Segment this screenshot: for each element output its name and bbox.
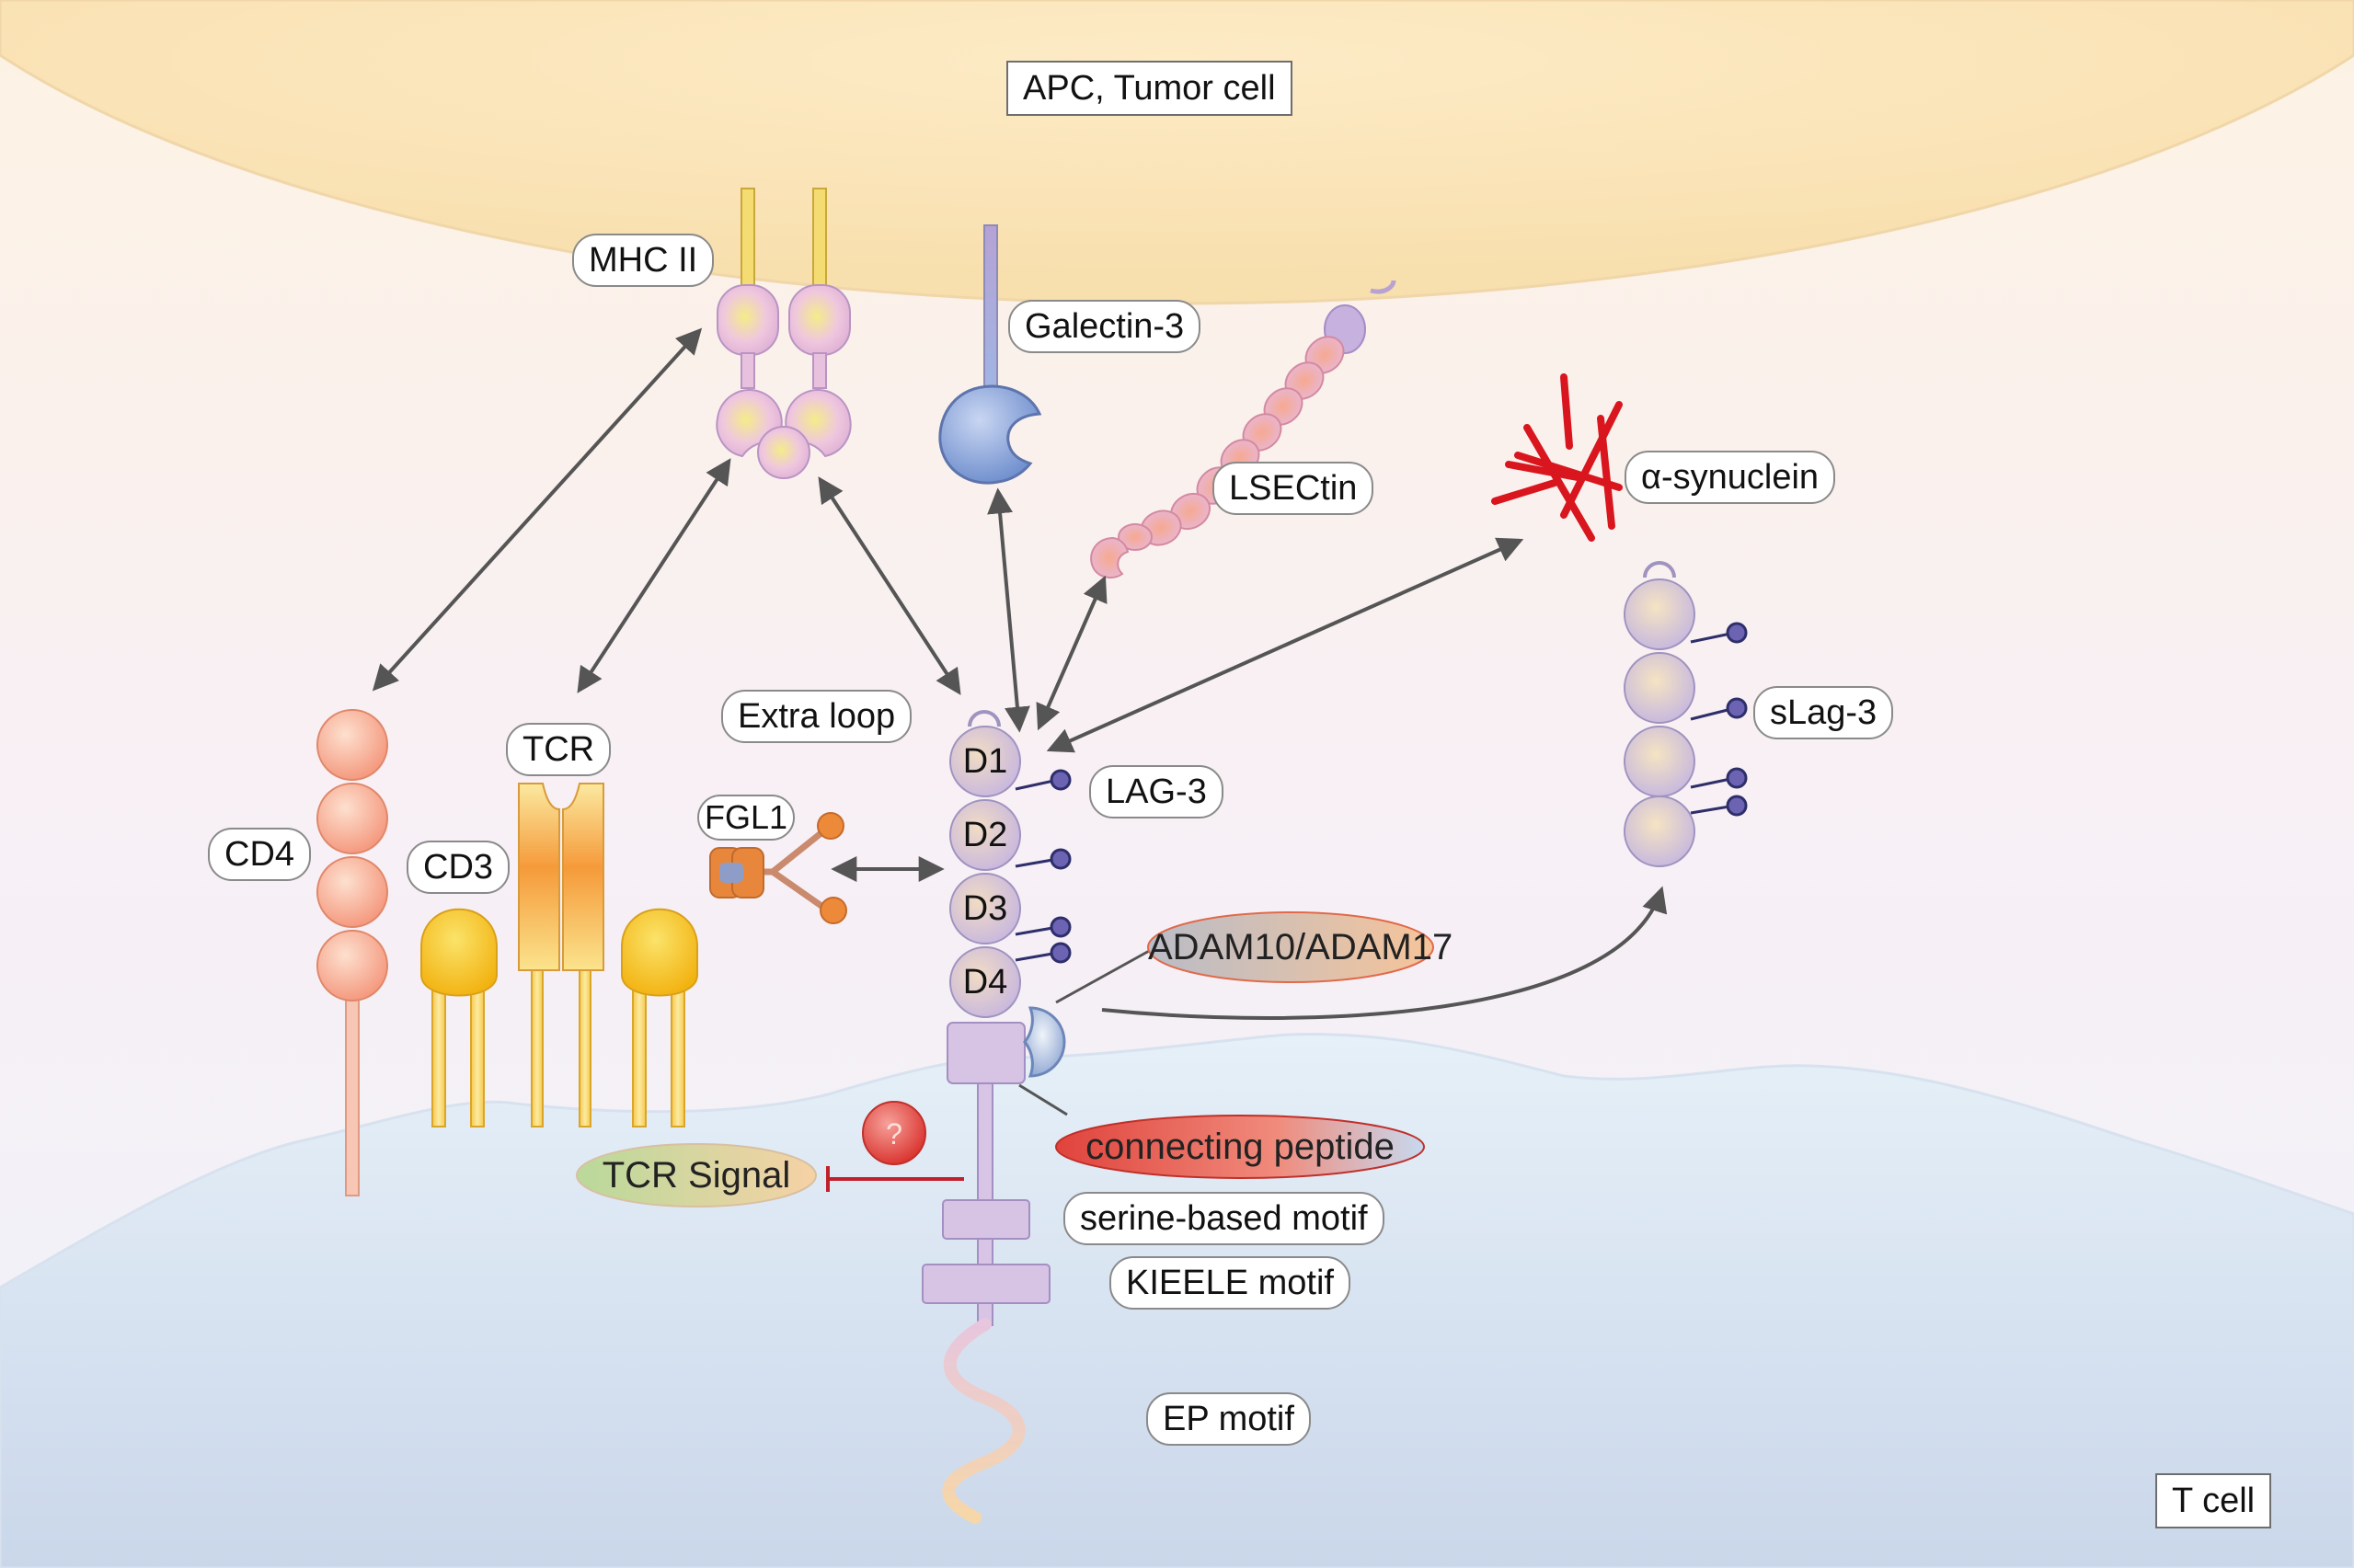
- lag3-domain-d4: D4: [962, 963, 1008, 1001]
- serine-motif-label: serine-based motif: [1063, 1192, 1384, 1245]
- tcr-signal-pill: [576, 1143, 817, 1207]
- mhc-ii-complex: [716, 188, 852, 479]
- lag3-domain-d1: D1: [962, 742, 1008, 781]
- question-mark-text: ?: [886, 1117, 902, 1150]
- slag3-label: sLag-3: [1753, 686, 1894, 739]
- slag3-protein: [1624, 561, 1748, 867]
- interaction-arrows: [372, 327, 1668, 1020]
- extra-loop-label: Extra loop: [721, 690, 913, 743]
- apc-label: APC, Tumor cell: [1006, 61, 1292, 116]
- tcr-label: TCR: [506, 723, 612, 776]
- lsectin-label: LSECtin: [1212, 462, 1374, 515]
- cd3-left: [420, 908, 498, 1127]
- cd3-label: CD3: [407, 841, 511, 894]
- kieele-motif-label: KIEELE motif: [1109, 1256, 1350, 1310]
- tcell-label: T cell: [2155, 1473, 2272, 1528]
- alpha-synuclein-fibrils: [1491, 373, 1623, 542]
- fgl1-protein: [709, 812, 847, 924]
- adam-pill: [1147, 911, 1434, 983]
- mhc-ii-label: MHC II: [572, 234, 715, 287]
- adam-label: ADAM10/ADAM17: [1148, 927, 1453, 967]
- fgl1-label: FGL1: [697, 795, 796, 841]
- ep-motif-tail: [942, 1318, 1026, 1524]
- cd4-receptor: [316, 709, 388, 1196]
- galectin-3-protein: [938, 224, 1042, 485]
- cd4-label: CD4: [208, 828, 312, 881]
- callout-lines: [1018, 944, 1160, 1116]
- inhibition-line: [826, 1166, 964, 1192]
- lag3-label: LAG-3: [1089, 765, 1223, 818]
- lag3-domain-d3: D3: [962, 889, 1008, 928]
- connecting-peptide-pill: [1055, 1115, 1425, 1179]
- lag3-protein: [922, 710, 1072, 1524]
- cd3-right: [621, 908, 698, 1127]
- connecting-peptide-label: connecting peptide: [1085, 1127, 1395, 1167]
- ep-motif-label: EP motif: [1146, 1392, 1311, 1446]
- tcr-receptor: [518, 783, 604, 1127]
- lag3-domain-d2: D2: [962, 816, 1008, 854]
- galectin-3-label: Galectin-3: [1008, 300, 1201, 353]
- question-mark-icon: [862, 1101, 926, 1165]
- alpha-synuclein-label: α-synuclein: [1625, 451, 1836, 504]
- tcr-signal-label: TCR Signal: [602, 1155, 791, 1196]
